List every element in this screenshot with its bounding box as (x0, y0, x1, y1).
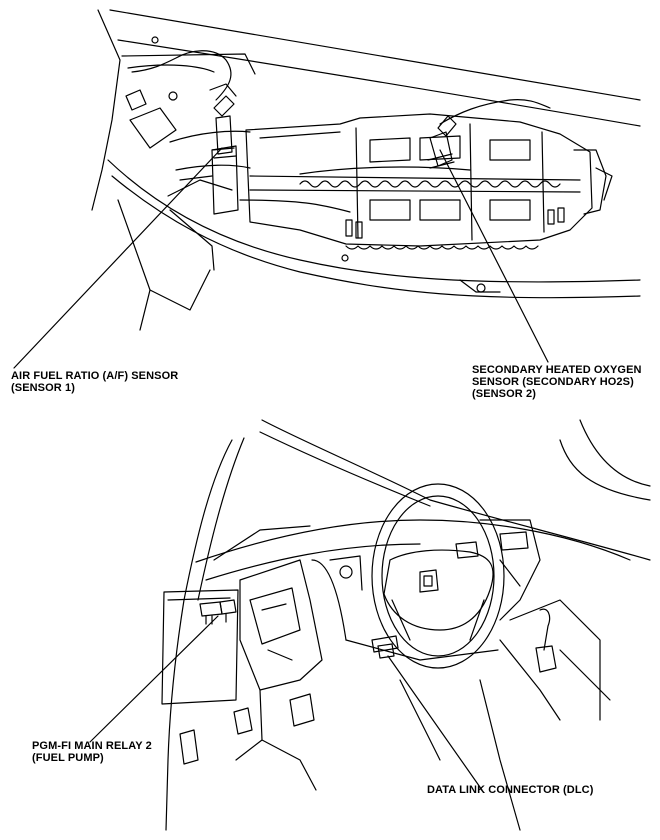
callout-secondary-ho2s-line-1: SECONDARY HEATED OXYGEN (472, 364, 642, 376)
callout-main-relay: PGM-FI MAIN RELAY 2 (FUEL PUMP) (32, 740, 152, 764)
callout-af-sensor: AIR FUEL RATIO (A/F) SENSOR (SENSOR 1) (11, 370, 178, 394)
exhaust-view (13, 9, 641, 369)
callout-dlc: DATA LINK CONNECTOR (DLC) (427, 784, 593, 796)
callout-main-relay-line-2: (FUEL PUMP) (32, 752, 104, 764)
callout-secondary-ho2s: SECONDARY HEATED OXYGEN SENSOR (SECONDAR… (472, 364, 642, 400)
callout-secondary-ho2s-line-2: SENSOR (SECONDARY HO2S) (472, 376, 634, 388)
callout-secondary-ho2s-line-3: (SENSOR 2) (472, 388, 536, 400)
callout-main-relay-line-1: PGM-FI MAIN RELAY 2 (32, 740, 152, 752)
callout-af-sensor-line-1: AIR FUEL RATIO (A/F) SENSOR (11, 370, 179, 382)
callout-af-sensor-line-2: (SENSOR 1) (11, 382, 75, 394)
callout-dlc-line-1: DATA LINK CONNECTOR (DLC) (427, 784, 594, 796)
dashboard-view (89, 419, 651, 831)
